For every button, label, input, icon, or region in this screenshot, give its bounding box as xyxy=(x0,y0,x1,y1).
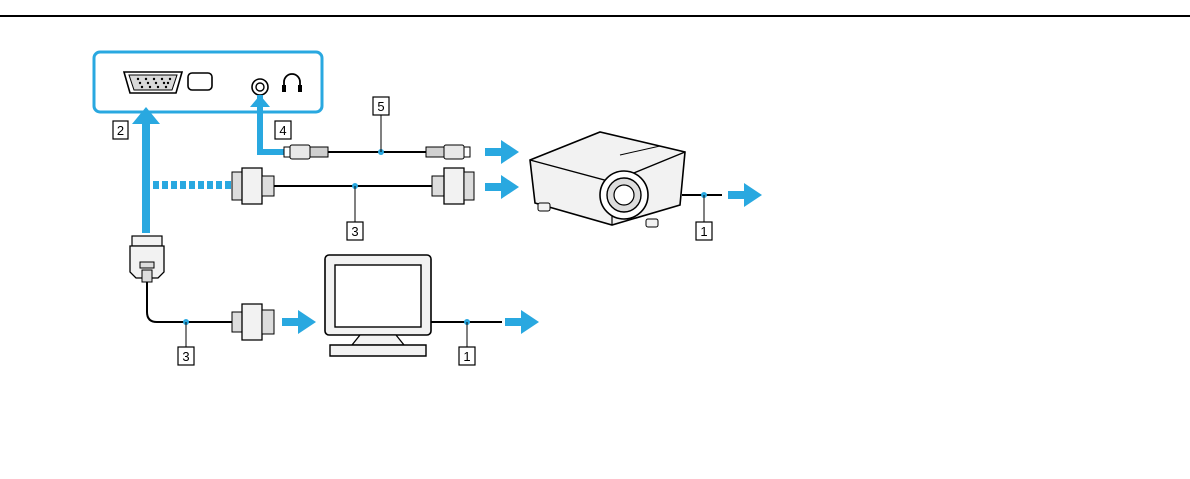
callout-vga-cable-monitor: 3 xyxy=(178,347,194,365)
callout-5-label: 5 xyxy=(377,99,384,114)
callout-1-label-monitor: 1 xyxy=(463,349,470,364)
callout-ac-projector: 1 xyxy=(696,222,712,240)
port-connection-arrow xyxy=(142,113,150,233)
callout-4-label: 4 xyxy=(279,123,286,138)
audio-to-projector-arrow xyxy=(485,140,519,164)
projector-power-cable xyxy=(682,183,762,222)
vga-port-icon xyxy=(124,72,182,93)
projector-icon xyxy=(530,132,685,227)
callout-audio-cable: 5 xyxy=(373,97,389,115)
callout-2-label: 2 xyxy=(117,123,124,138)
port-arrow-head xyxy=(132,107,160,124)
vga-to-monitor-arrow xyxy=(282,310,316,334)
vga-plug-icon xyxy=(130,236,232,322)
vga-to-projector-arrow xyxy=(485,175,519,199)
dotted-connection xyxy=(153,181,231,189)
callout-ac-monitor: 1 xyxy=(459,347,475,365)
callout-3-label-top: 3 xyxy=(351,224,358,239)
callout-vga-cable-projector: 3 xyxy=(347,222,363,240)
audio-cable xyxy=(284,115,470,159)
hdmi-port-icon xyxy=(188,73,212,90)
callout-headphones-jack: 4 xyxy=(275,121,291,139)
computer-port-panel xyxy=(94,52,322,112)
vga-cable-projector xyxy=(232,168,474,222)
vga-cable-monitor xyxy=(183,304,274,347)
monitor-icon xyxy=(325,255,431,356)
headphones-icon xyxy=(282,74,302,92)
callout-monitor-port: 2 xyxy=(113,121,128,139)
callout-3-label-bottom: 3 xyxy=(182,349,189,364)
audio-jack-icon xyxy=(252,79,268,95)
monitor-power-cable xyxy=(431,310,539,347)
callout-1-label-projector: 1 xyxy=(700,224,707,239)
